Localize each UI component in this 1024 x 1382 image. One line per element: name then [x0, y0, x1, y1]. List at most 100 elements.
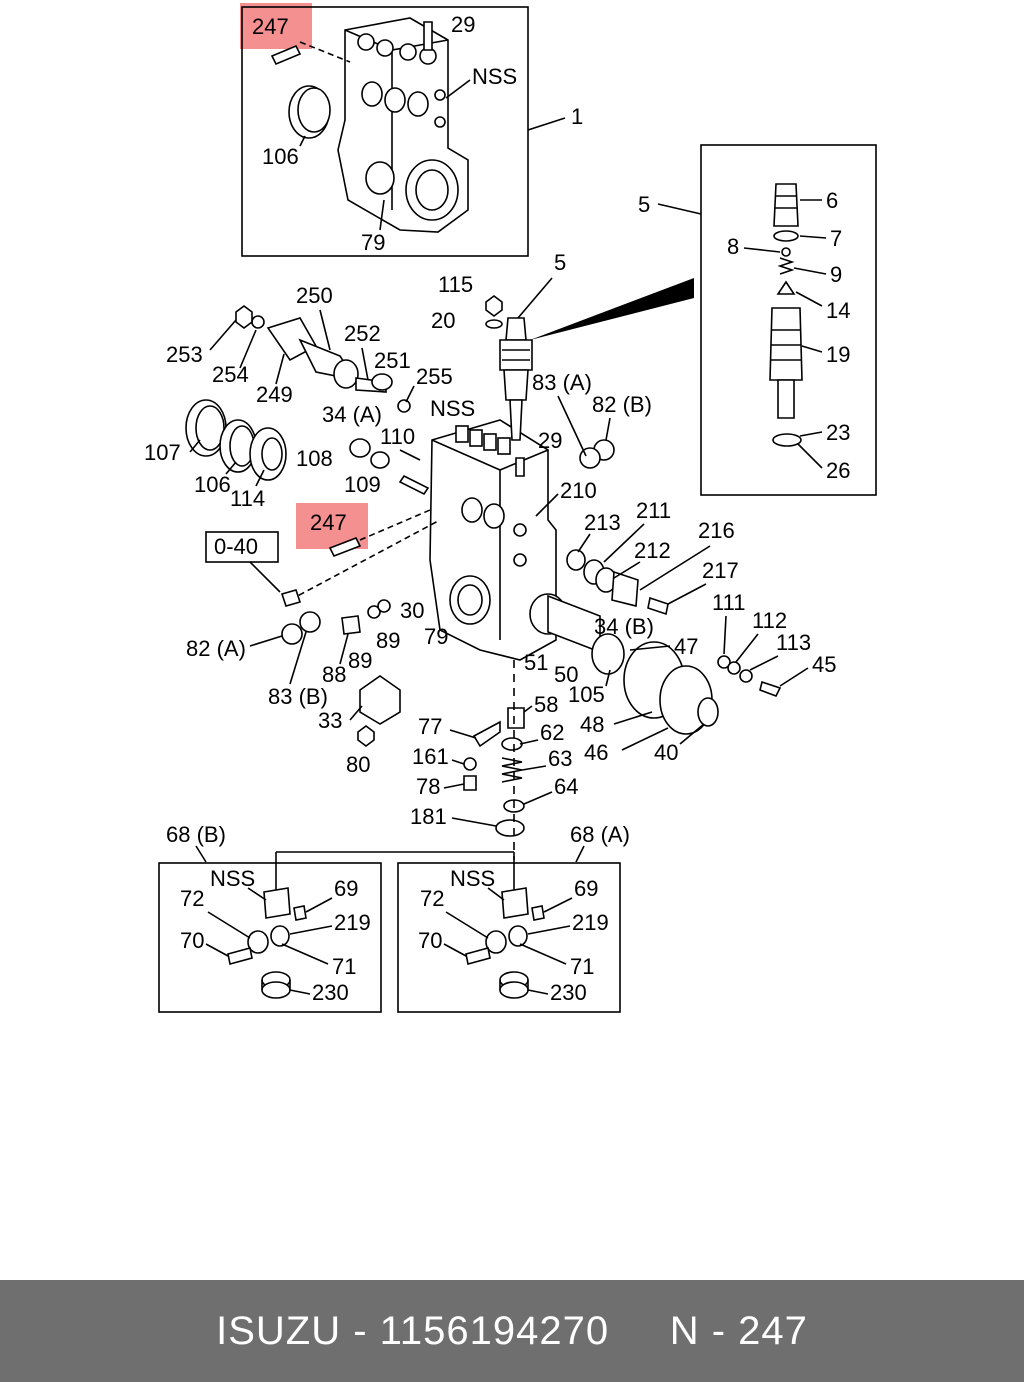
caption-gap: [609, 1309, 670, 1354]
label-105: 105: [568, 682, 605, 707]
label-113: 113: [776, 630, 811, 655]
label-14: 14: [826, 298, 850, 323]
label-71-68b: 71: [332, 954, 356, 979]
label-45: 45: [812, 652, 836, 677]
label-40: 40: [654, 740, 678, 765]
stud-247-main: [328, 536, 362, 558]
label-249: 249: [256, 382, 293, 407]
label-212: 212: [634, 538, 671, 563]
label-23: 23: [826, 420, 850, 445]
label-5: 5: [554, 250, 566, 275]
label-79-top: 79: [361, 230, 385, 255]
label-47: 47: [674, 634, 698, 659]
label-78: 78: [416, 774, 440, 799]
label-64: 64: [554, 774, 578, 799]
label-46: 46: [584, 740, 608, 765]
label-70-68b: 70: [180, 928, 204, 953]
stud-247-top: [270, 44, 302, 66]
label-nss-68a: NSS: [450, 866, 495, 891]
label-72-68b: 72: [180, 886, 204, 911]
bolt-0-40: [280, 589, 302, 607]
inset-box-assembly-1: [241, 6, 529, 257]
nozzle-holder-exploded: [769, 183, 803, 447]
label-58: 58: [534, 692, 558, 717]
label-51: 51: [524, 650, 548, 675]
label-nss-top: NSS: [472, 64, 517, 89]
caption-separator: -: [341, 1308, 380, 1353]
label-109: 109: [344, 472, 381, 497]
label-219-68a: 219: [572, 910, 609, 935]
label-210: 210: [560, 478, 597, 503]
fittings-82a-83b: [281, 611, 321, 645]
label-89b: 89: [348, 648, 372, 673]
assembly-68a-parts: [465, 852, 545, 999]
plunger-stack: [495, 707, 525, 837]
label-34b: 34 (B): [594, 614, 654, 639]
nut-115: [485, 295, 503, 317]
label-8: 8: [727, 234, 739, 259]
highlight-247-top: [240, 3, 312, 49]
bearing-set-107-106-114: [185, 399, 287, 481]
label-29-main: 29: [538, 428, 562, 453]
washer-20: [485, 319, 503, 329]
label-9: 9: [830, 262, 842, 287]
label-106-top: 106: [262, 144, 299, 169]
label-219-68b: 219: [334, 910, 371, 935]
bolt-161: [463, 757, 477, 771]
label-33: 33: [318, 708, 342, 733]
inset-box-68b: [158, 862, 382, 1013]
label-30: 30: [400, 598, 424, 623]
label-0-40: 0-40: [214, 534, 258, 559]
drive-shaft-assembly: [529, 593, 719, 735]
washers-111-112-113-45: [717, 655, 782, 698]
label-88: 88: [322, 662, 346, 687]
solenoid-assembly: [235, 305, 411, 413]
label-161: 161: [412, 744, 449, 769]
label-69-68a: 69: [574, 876, 598, 901]
label-110: 110: [380, 424, 415, 449]
stud-29-main: [515, 457, 525, 477]
nut-80: [357, 725, 375, 747]
label-48: 48: [580, 712, 604, 737]
label-106-main: 106: [194, 472, 231, 497]
label-112: 112: [752, 608, 787, 633]
label-89a: 89: [376, 628, 400, 653]
label-247-main: 247: [310, 510, 347, 535]
label-250: 250: [296, 283, 333, 308]
label-70-68a: 70: [418, 928, 442, 953]
stud-29-top: [423, 21, 433, 51]
label-230-68a: 230: [550, 980, 587, 1005]
label-254: 254: [212, 362, 249, 387]
label-34a: 34 (A): [322, 402, 382, 427]
brand-text: ISUZU: [216, 1308, 342, 1353]
label-50: 50: [554, 662, 578, 687]
label-19: 19: [826, 342, 850, 367]
label-216: 216: [698, 518, 735, 543]
bearing-ring-106-top: [288, 85, 331, 139]
label-5-box: 5: [638, 192, 650, 217]
ref-box-0-40: [205, 531, 279, 563]
label-111: 111: [712, 590, 745, 615]
rollers-108-109-110: [349, 438, 430, 496]
label-79-main: 79: [424, 624, 448, 649]
inset-box-68a: [397, 862, 621, 1013]
inset-box-assembly-5: [700, 144, 877, 496]
label-1: 1: [571, 104, 583, 129]
label-62: 62: [540, 720, 564, 745]
label-247-top: 247: [252, 14, 289, 39]
plate-33: [359, 675, 401, 725]
callout-wedge: [530, 278, 694, 340]
label-68a: 68 (A): [570, 822, 630, 847]
delivery-valve-5: [499, 317, 533, 441]
label-6: 6: [826, 188, 838, 213]
label-255: 255: [416, 364, 453, 389]
label-217: 217: [702, 558, 739, 583]
label-114: 114: [230, 486, 265, 511]
label-63: 63: [548, 746, 572, 771]
label-72-68a: 72: [420, 886, 444, 911]
label-251: 251: [374, 348, 411, 373]
label-181: 181: [410, 804, 447, 829]
label-7: 7: [830, 226, 842, 251]
label-230-68b: 230: [312, 980, 349, 1005]
label-83b: 83 (B): [268, 684, 328, 709]
